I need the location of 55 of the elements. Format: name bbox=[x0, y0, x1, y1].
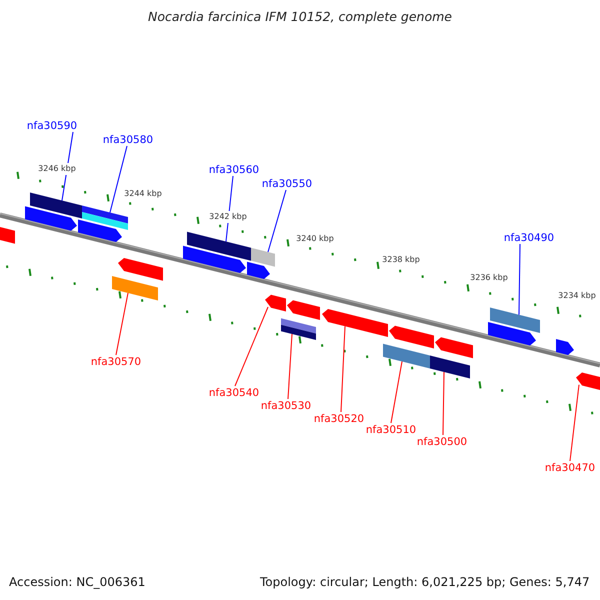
gene-block bbox=[281, 318, 316, 340]
gene-block bbox=[112, 276, 158, 300]
gene-block bbox=[322, 309, 388, 337]
gene-block bbox=[251, 248, 275, 267]
scale-label: 3238 kbp bbox=[382, 254, 420, 266]
scale-label: 3236 kbp bbox=[470, 272, 508, 284]
gene-block bbox=[30, 192, 82, 218]
gene-block bbox=[435, 337, 473, 358]
gene-block bbox=[430, 356, 470, 378]
gene-block bbox=[383, 344, 430, 368]
gene-block bbox=[490, 308, 540, 333]
gene-label: nfa30580 bbox=[102, 134, 154, 146]
leader-line bbox=[234, 306, 268, 386]
scale-label: 3234 kbp bbox=[558, 290, 596, 302]
gene-block bbox=[556, 339, 574, 355]
leader-line bbox=[288, 334, 292, 400]
gene-label: nfa30500 bbox=[416, 436, 468, 448]
scale-label: 3242 kbp bbox=[209, 211, 247, 223]
gene-block bbox=[265, 294, 286, 312]
gene-label: nfa30520 bbox=[314, 413, 364, 425]
gene-label: nfa30570 bbox=[90, 356, 142, 368]
gene-block bbox=[247, 262, 270, 279]
footer-text: Topology: circular; Length: 6,021,225 bp; Genes: 5,747 bbox=[260, 576, 590, 588]
gene-label: nfa30560 bbox=[208, 164, 260, 176]
scale-label: 3246 kbp bbox=[38, 163, 76, 175]
gene-block bbox=[287, 300, 320, 320]
leader-line bbox=[518, 244, 520, 316]
scale-label: 3240 kbp bbox=[296, 233, 334, 245]
gene-block bbox=[183, 246, 246, 273]
leader-line bbox=[116, 292, 128, 356]
title: Nocardia farcinica IFM 10152, complete genome bbox=[148, 11, 452, 23]
gene-block bbox=[488, 322, 536, 346]
gene-label: nfa30530 bbox=[260, 400, 312, 412]
footer-text: Accession: NC_006361 bbox=[9, 576, 146, 588]
gene-block bbox=[576, 372, 600, 392]
gene-block bbox=[118, 258, 163, 281]
gene-block bbox=[78, 220, 122, 242]
gene-block bbox=[187, 232, 251, 261]
leader-line bbox=[340, 326, 346, 412]
gene-block bbox=[82, 206, 128, 230]
leader-line bbox=[442, 372, 444, 436]
gene-label: nfa30590 bbox=[26, 120, 78, 132]
leader-line bbox=[110, 146, 128, 213]
leader-line bbox=[570, 384, 580, 462]
gene-label: nfa30490 bbox=[504, 232, 554, 244]
gene-block bbox=[0, 226, 15, 244]
gene-block bbox=[389, 326, 434, 348]
gene-label: nfa30550 bbox=[262, 178, 312, 190]
leader-line bbox=[390, 361, 402, 424]
gene-block bbox=[25, 206, 77, 231]
gene-label: nfa30540 bbox=[208, 387, 260, 399]
gene-label: nfa30470 bbox=[544, 462, 596, 474]
scale-label: 3244 kbp bbox=[124, 188, 162, 200]
leader-line bbox=[268, 190, 286, 252]
gene-label: nfa30510 bbox=[366, 424, 416, 436]
